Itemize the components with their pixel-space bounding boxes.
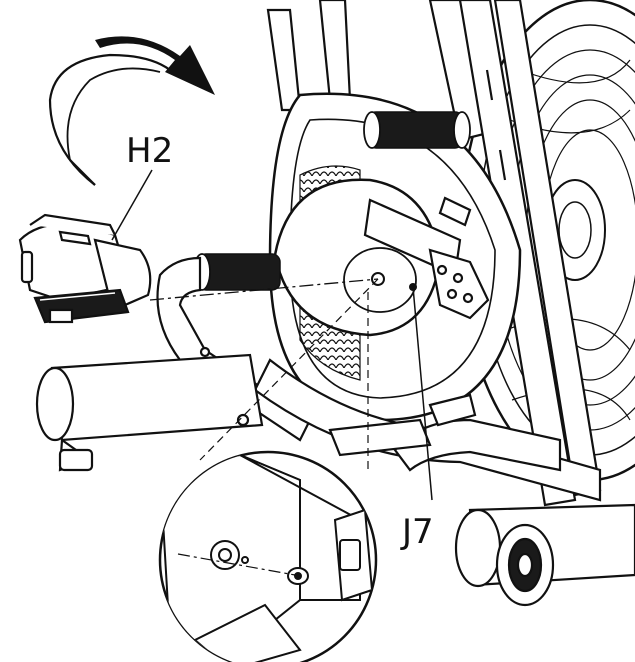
pedal [18,213,152,324]
grip-tubes [193,111,471,291]
detail-inset [158,450,378,662]
crank-housing [268,92,522,422]
rotation-arrow [48,36,215,186]
label-j7: J7 [400,512,434,552]
leader-lines [111,169,433,501]
crank-arm [363,196,490,320]
label-h2: H2 [126,131,173,171]
frame-lower [35,256,635,607]
